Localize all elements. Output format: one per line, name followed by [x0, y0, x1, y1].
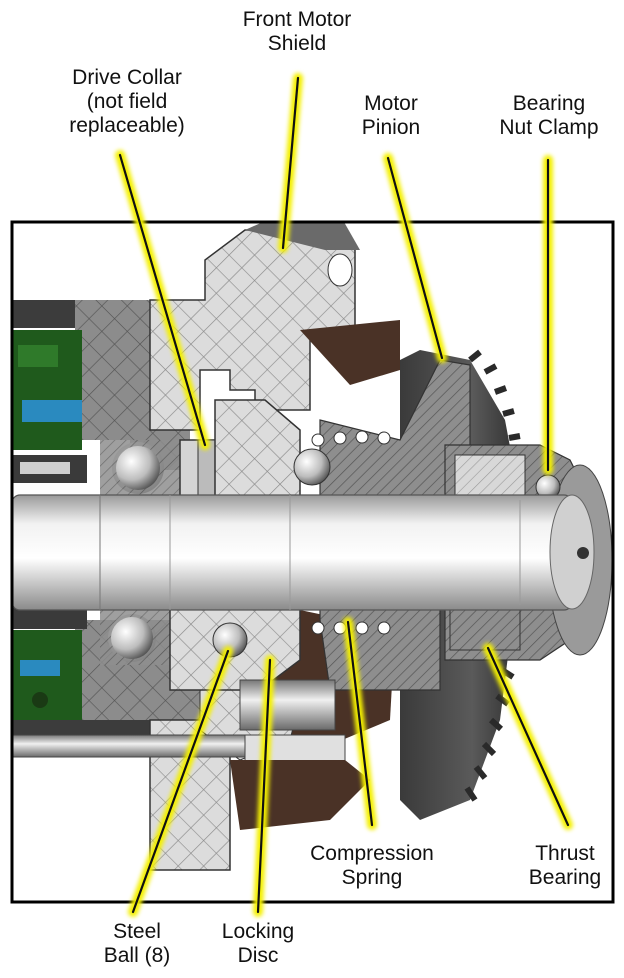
compression-spring	[311, 430, 391, 635]
leader-front-motor-shield	[281, 76, 300, 250]
front-motor-shield	[149, 229, 356, 431]
leader-compression-spring	[346, 620, 374, 827]
leader-motor-pinion	[386, 156, 444, 360]
leader-lines	[115, 73, 573, 917]
leader-locking-disc	[256, 658, 272, 914]
leader-thrust-bearing	[486, 646, 570, 827]
main-shaft	[12, 494, 573, 611]
assembly	[12, 222, 613, 902]
leader-drive-collar	[118, 153, 207, 447]
image-frame	[10, 220, 615, 904]
leader-steel-ball	[131, 649, 230, 914]
lower-rod	[12, 734, 253, 758]
circuit-board	[12, 330, 87, 720]
